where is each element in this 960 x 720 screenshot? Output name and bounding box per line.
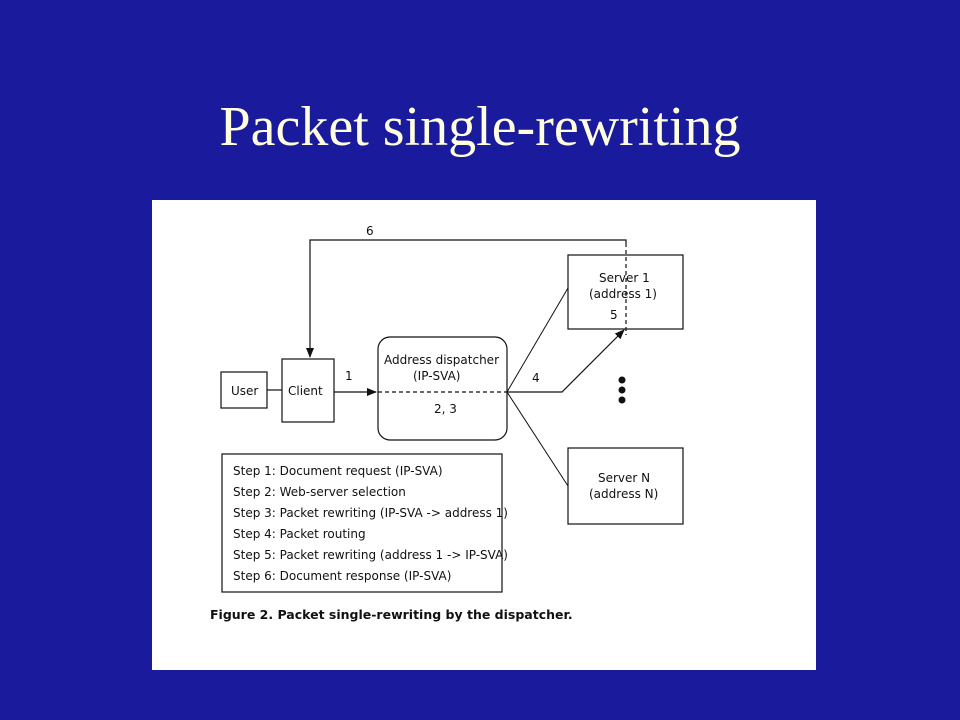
edge-label-step4: 4 xyxy=(532,371,540,385)
legend-step5: Step 5: Packet rewriting (address 1 -> I… xyxy=(233,548,508,562)
figure-caption: Figure 2. Packet single-rewriting by the… xyxy=(210,607,573,622)
legend-step4: Step 4: Packet routing xyxy=(233,527,366,541)
server1-label-line1: Server 1 xyxy=(599,271,650,285)
legend-step6: Step 6: Document response (IP-SVA) xyxy=(233,569,451,583)
ellipsis-dot-2 xyxy=(618,386,626,394)
connector-to-serverN xyxy=(506,391,569,487)
legend-box xyxy=(221,453,503,593)
slide-title: Packet single-rewriting xyxy=(219,96,741,158)
serverN-label-line2: (address N) xyxy=(589,487,658,501)
edge-label-step6: 6 xyxy=(366,224,374,238)
dispatcher-label-line1: Address dispatcher xyxy=(384,353,499,367)
ellipsis-dot-1 xyxy=(618,376,626,384)
legend-list: Step 1: Document request (IP-SVA) Step 2… xyxy=(233,464,508,583)
dispatcher-label-line2: (IP-SVA) xyxy=(413,369,460,383)
edge-label-step1: 1 xyxy=(345,369,353,383)
legend-step3: Step 3: Packet rewriting (IP-SVA -> addr… xyxy=(233,506,508,520)
diagram-svg: 6 User Client 1 Address dispatcher (IP-S… xyxy=(210,224,684,622)
legend-step2: Step 2: Web-server selection xyxy=(233,485,406,499)
node-address-dispatcher xyxy=(377,336,508,441)
figure-panel: 6 User Client 1 Address dispatcher (IP-S… xyxy=(152,200,816,670)
ellipsis-dot-3 xyxy=(618,396,626,404)
node-serverN xyxy=(567,447,684,525)
server1-step-label: 5 xyxy=(610,308,618,322)
edge-step6 xyxy=(306,239,627,358)
node-client xyxy=(281,358,335,423)
legend-step1: Step 1: Document request (IP-SVA) xyxy=(233,464,443,478)
server1-label-line2: (address 1) xyxy=(589,287,657,301)
node-user-label: User xyxy=(231,384,258,398)
node-client-label: Client xyxy=(288,384,323,398)
dispatcher-steps-label: 2, 3 xyxy=(434,402,457,416)
connector-to-server1 xyxy=(506,287,569,393)
edge-step4 xyxy=(507,329,625,393)
serverN-label-line1: Server N xyxy=(598,471,650,485)
